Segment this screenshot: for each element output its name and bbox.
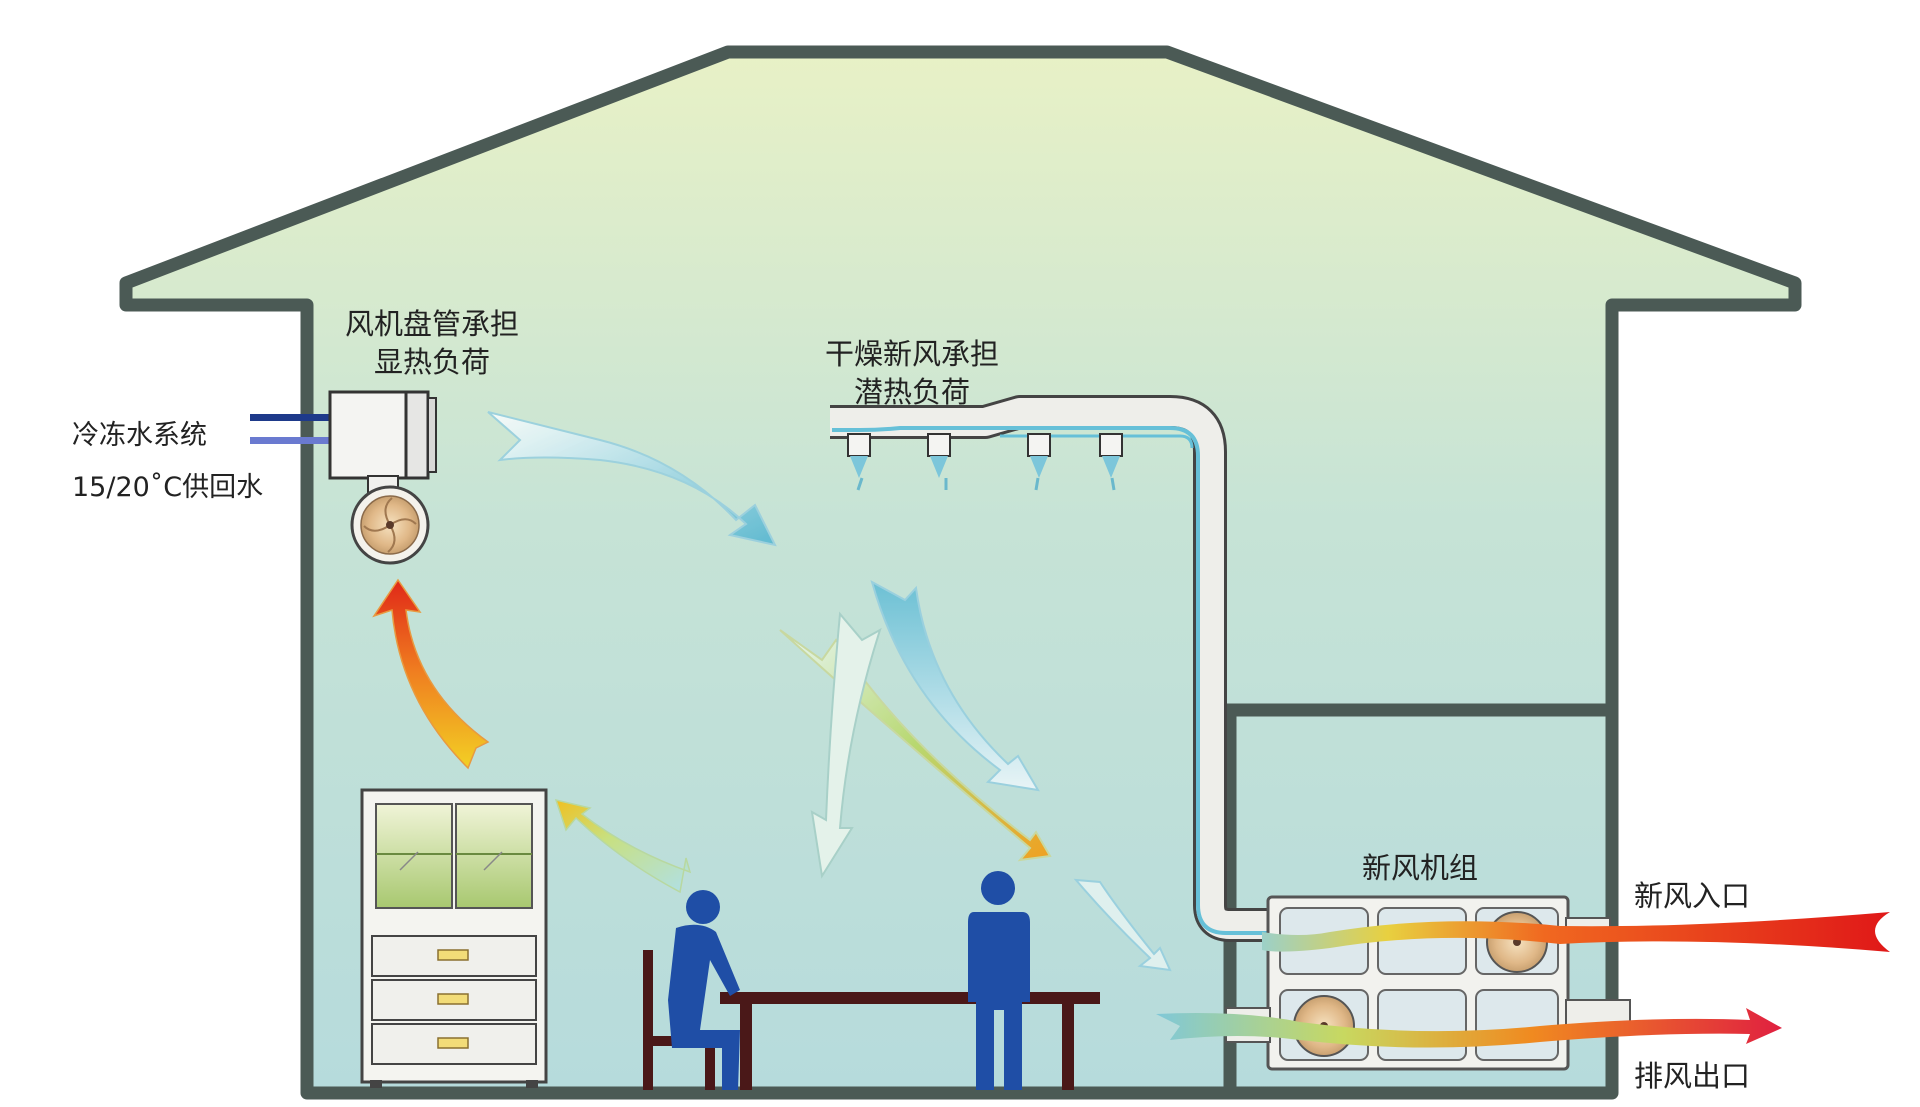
cabinet-icon xyxy=(360,788,548,1088)
fan-coil-label-line2: 显热负荷 xyxy=(374,345,490,379)
exhaust-arrow xyxy=(1156,1008,1782,1048)
cool-air-arrow xyxy=(487,411,777,547)
supply-return-label: 15/20˚C供回水 xyxy=(72,472,263,503)
labels: 风机盘管承担 显热负荷 干燥新风承担 潜热负荷 冷冻水系统 15/20˚C供回水… xyxy=(72,307,1750,1093)
chilled-water-label: 冷冻水系统 xyxy=(72,420,207,451)
person-air-arrow xyxy=(554,798,692,894)
fresh-air-inlet-arrow xyxy=(1262,912,1890,952)
person-icon xyxy=(968,871,1030,1090)
chilled-water-pipes xyxy=(250,414,342,444)
exhaust-outlet-label: 排风出口 xyxy=(1634,1059,1750,1093)
fan-coil-label-line1: 风机盘管承担 xyxy=(345,307,519,341)
dry-air-label-line1: 干燥新风承担 xyxy=(825,337,999,371)
warm-air-arrow xyxy=(372,578,490,770)
unit-room xyxy=(1223,703,1612,1093)
fan-coil-icon xyxy=(328,390,437,495)
duct-icon xyxy=(830,395,1270,942)
room-air-arrows xyxy=(779,579,1172,972)
fresh-air-unit-label: 新风机组 xyxy=(1362,851,1478,885)
fan-icon xyxy=(350,485,430,565)
person-icon xyxy=(668,890,740,1090)
fresh-air-inlet-label: 新风入口 xyxy=(1634,879,1750,913)
dry-air-label-line2: 潜热负荷 xyxy=(854,375,970,409)
